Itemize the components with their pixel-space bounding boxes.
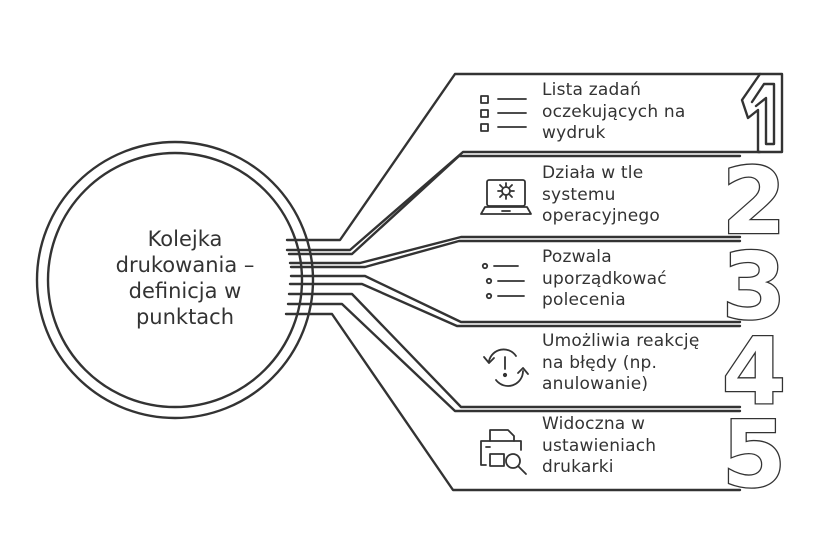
hub-title-line: definicja w [128,279,242,303]
hub-title-line: punktach [135,305,235,329]
item-3-text: Pozwala uporządkować polecenia [542,247,752,312]
connector-2 [287,154,742,265]
connector-5 [284,302,742,492]
number-5-glyph: 5 [722,401,786,508]
hub-title: Kolejka drukowania – definicja w punktac… [70,226,300,330]
item-3-line: uporządkować [542,268,667,289]
connector-3 [289,239,742,324]
item-1-line: oczekujących na [542,101,686,122]
hub-outer-ring [35,140,315,420]
item-1-line: Lista zadań [542,80,642,100]
item-5-line: drukarki [542,457,614,477]
item-4-line: anulowanie) [542,374,649,394]
item-5-line: ustawieniach [542,435,657,456]
item-5-text: Widoczna w ustawieniach drukarki [542,414,752,479]
item-2-line: systemu [542,184,616,205]
item-2-line: Działa w tle [542,163,644,183]
item-1-line: wydruk [542,123,606,143]
refresh-alert-icon [483,348,529,387]
item-4-line: Umożliwia reakcję [542,331,700,351]
number-2-glyph: 2 [722,148,786,255]
item-4-text: Umożliwia reakcję na błędy (np. anulowan… [542,331,752,396]
number-3-glyph: 3 [722,233,786,340]
item-4-line: na błędy (np. [542,352,658,373]
laptop-gear-icon [480,179,532,215]
hub-title-line: drukowania – [115,253,255,277]
item-5-line: Widoczna w [542,414,646,434]
task-list-icon [480,95,527,132]
ordered-list-icon [481,262,525,300]
item-1-text: Lista zadań oczekujących na wydruk [542,80,752,145]
hub-title-line: Kolejka [147,227,223,251]
hub-inner-ring [46,151,304,409]
number-4-glyph: 4 [722,318,786,425]
item-2-text: Działa w tle systemu operacyjnego [542,163,752,228]
item-3-line: Pozwala [542,247,612,267]
number-1-glyph [740,72,784,154]
item-2-line: operacyjnego [542,206,661,226]
connector-1 [285,72,762,252]
connector-4 [287,282,742,409]
item-3-line: polecenia [542,290,626,310]
printer-search-icon [480,429,527,475]
